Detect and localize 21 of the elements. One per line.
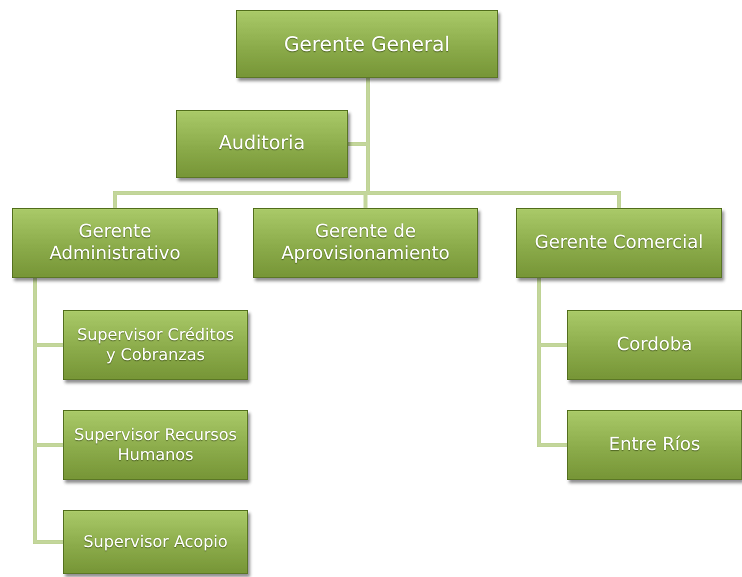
role-title: Cordoba [616, 334, 692, 356]
role-title: Supervisor Créditos y Cobranzas [76, 325, 235, 365]
org-box [12, 208, 218, 278]
org-box [516, 208, 722, 278]
role-title: Entre Ríos [608, 434, 700, 456]
role-title: Gerente de Aprovisionamiento [280, 220, 451, 266]
role-title: Gerente General [284, 32, 450, 56]
role-title: Auditoria [218, 132, 306, 156]
org-box [63, 310, 248, 380]
org-box [253, 208, 478, 278]
org-box [63, 510, 248, 574]
org-box [567, 410, 742, 480]
role-title: Supervisor Recursos Humanos [73, 425, 238, 465]
connector-line [33, 278, 63, 544]
org-box [63, 410, 248, 480]
role-title: Gerente Administrativo [48, 220, 182, 266]
org-box [236, 10, 498, 78]
org-box [567, 310, 742, 380]
org-box [176, 110, 348, 178]
role-title: Gerente Comercial [534, 232, 704, 254]
role-title: Supervisor Acopio [83, 532, 228, 552]
